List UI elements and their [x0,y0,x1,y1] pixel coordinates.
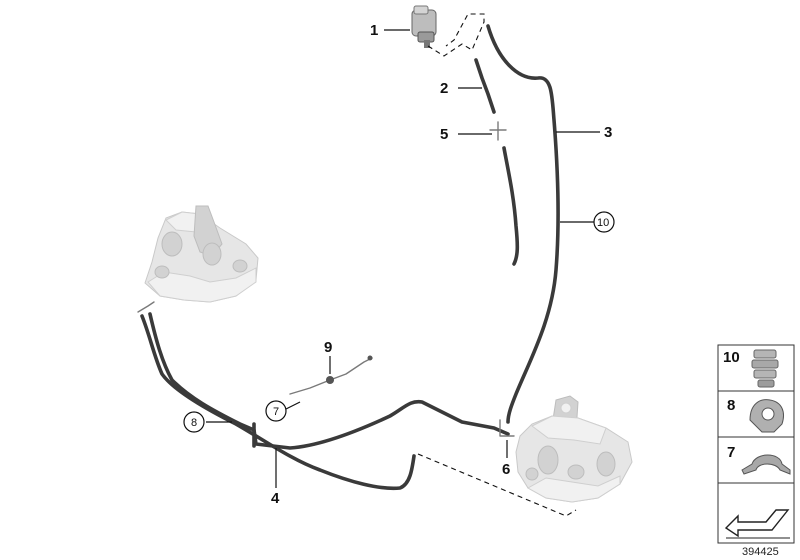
legend-number-10: 10 [723,349,740,366]
clip-holder-icon [749,399,784,433]
callouts: 1 2 3 5 10 9 7 8 4 6 [183,22,615,507]
callout-7-circle [265,400,287,422]
callout-3: 3 [604,124,612,141]
callout-8-circle [183,411,205,433]
legend-panel: 10 8 7 [717,344,795,544]
callout-9: 9 [324,339,332,356]
engine-mount-right [515,395,633,503]
callout-10-circle [593,211,615,233]
callout-4: 4 [271,490,280,507]
assembly-link-top [427,13,485,57]
diagram-id: 394425 [742,546,779,558]
callout-6: 6 [502,461,510,478]
engine-mount-left [144,205,259,303]
callout-10: 10 [597,217,609,229]
leader-lines [206,29,600,488]
callout-2: 2 [440,80,448,97]
arrow-symbol-icon [724,509,790,539]
legend-number-8: 8 [727,397,735,414]
callout-7: 7 [273,406,279,418]
vacuum-valve-part [411,5,437,48]
bracket-clamp-icon [741,454,791,475]
callout-1: 1 [370,22,378,39]
legend-number-7: 7 [727,444,735,461]
hose-clamp-cluster-icon [751,349,779,388]
callout-8: 8 [191,417,197,429]
hose-set [137,24,560,491]
callout-5: 5 [440,126,448,143]
